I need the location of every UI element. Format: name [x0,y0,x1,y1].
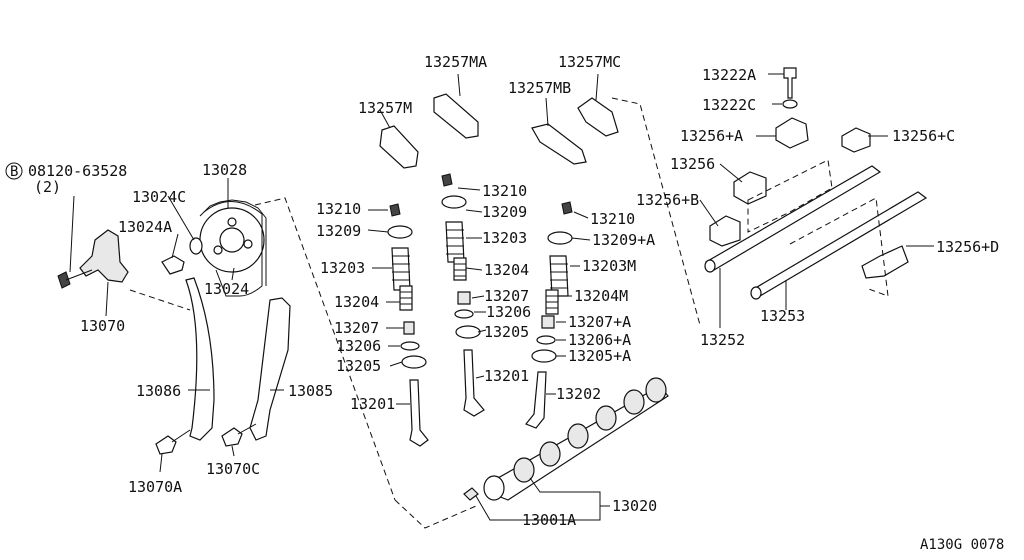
label-13257MB: 13257MB [508,79,571,97]
bolt-13070A [155,435,177,455]
label-13086: 13086 [136,382,181,400]
callout-quantity: (2) [34,178,61,196]
label-13253: 13253 [760,307,805,325]
label-13256B: 13256+B [636,191,699,209]
chain-tensioner-13085 [249,297,291,441]
label-13020: 13020 [612,497,657,515]
label-13085: 13085 [288,382,333,400]
label-13206-left: 13206 [336,337,381,355]
bracket-13256B [709,215,741,247]
label-13203-left: 13203 [320,259,365,277]
dashed-boundary [394,499,477,529]
callout-symbol: B [10,164,18,180]
label-13024C: 13024C [132,188,186,206]
label-13205-middle: 13205 [484,323,529,341]
bracket-13256C [841,127,871,153]
label-13222C: 13222C [702,96,756,114]
label-13070C: 13070C [206,460,260,478]
label-13024: 13024 [204,280,249,298]
valve-stack-middle [441,173,487,417]
label-13207A: 13207+A [568,313,631,331]
label-13257MC: 13257MC [558,53,621,71]
label-13203M: 13203M [582,257,636,275]
label-13210-right: 13210 [590,210,635,228]
label-13257M: 13257M [358,99,412,117]
washer-13222C [782,99,798,109]
label-13201-middle: 13201 [484,367,529,385]
valve-stack-right [525,201,591,429]
callout-part-number: 08120-63528 [28,162,127,180]
valve-stack-left [367,203,429,447]
part-labels: 13028 13024C 13024A 13024 13070 13086 13… [80,53,999,529]
rocker-arms [379,73,701,326]
rocker-shaft-13253 [750,191,928,297]
rocker-shafts [699,67,934,328]
camshaft-13020 [463,377,669,521]
label-13203-middle: 13203 [482,229,527,247]
label-13256: 13256 [670,155,715,173]
label-13206-middle: 13206 [486,303,531,321]
label-13205-left: 13205 [336,357,381,375]
rocker-arm-13257MA [433,93,479,139]
label-13204-middle: 13204 [484,261,529,279]
chain-guide-13086 [185,277,215,441]
label-13210-left: 13210 [316,200,361,218]
label-13252: 13252 [700,331,745,349]
label-13207-middle: 13207 [484,287,529,305]
label-13201-left: 13201 [350,395,395,413]
label-13256A: 13256+A [680,127,743,145]
bracket-13256A [775,117,809,149]
diagram-reference-code: A130G 0078 [920,537,1004,553]
bracket-13070 [79,229,129,283]
rocker-arm-13257M [379,125,419,169]
bracket-13256 [733,171,767,205]
label-13024A: 13024A [118,218,172,236]
bolt-13070C [221,427,243,447]
label-13070A: 13070A [128,478,182,496]
dowel-13001A [463,487,479,501]
label-13209-left: 13209 [316,222,361,240]
label-13001A: 13001A [522,511,576,529]
label-13209A: 13209+A [592,231,655,249]
label-13257MA: 13257MA [424,53,487,71]
bracket-13256D [861,245,909,279]
label-13204M: 13204M [574,287,628,305]
rocker-arm-13257MB [531,123,587,165]
label-13256D: 13256+D [936,238,999,256]
label-13070: 13070 [80,317,125,335]
bolt-callout: B 08120-63528 (2) [5,162,127,196]
label-13256C: 13256+C [892,127,955,145]
label-13209-middle: 13209 [482,203,527,221]
timing-chain-assembly [57,178,396,501]
label-13204-left: 13204 [334,293,379,311]
label-13205A: 13205+A [568,347,631,365]
label-13210-middle: 13210 [482,182,527,200]
label-13206A: 13206+A [568,331,631,349]
label-13202: 13202 [556,385,601,403]
cam-sprocket-13024 [199,199,267,297]
rocker-arm-13257MC [577,97,619,137]
bolt-13222A [783,67,797,99]
label-13028: 13028 [202,161,247,179]
label-13207-left: 13207 [334,319,379,337]
label-13222A: 13222A [702,66,756,84]
bolt-13024A [161,255,185,275]
bolt-08120 [57,271,71,289]
washer-13024C [189,237,203,255]
